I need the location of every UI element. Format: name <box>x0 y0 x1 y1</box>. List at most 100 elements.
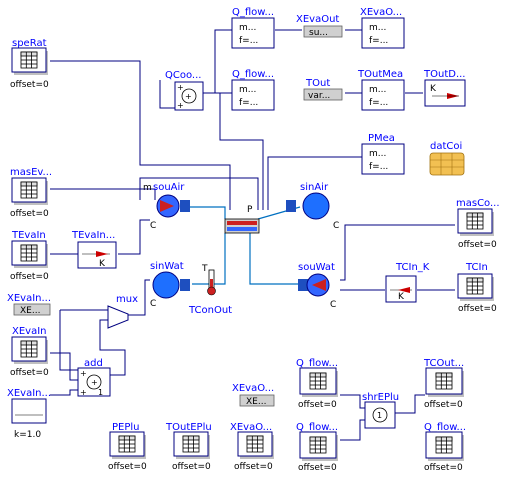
TOutD-line1: K <box>430 84 437 94</box>
add-plus: + <box>91 378 98 387</box>
XEvaIn-tab-block[interactable]: XEvaIn offset=0 <box>10 326 49 378</box>
XEvaO-tab-block[interactable]: XEvaO... offset=0 <box>230 422 274 472</box>
TConOut-block[interactable]: T TConOut <box>188 264 232 316</box>
TCIn_K-block[interactable]: TCIn_K K <box>385 262 430 303</box>
TOutMea-line1: m... <box>369 85 386 95</box>
XEvaIn-k-block[interactable]: XEvaIn... k=1.0 <box>7 388 51 440</box>
TOutEPlu-label: TOutEPlu <box>165 422 212 433</box>
PMea-block[interactable]: PMea m... f=... <box>361 133 405 175</box>
XEvaOut-value: su... <box>309 28 328 38</box>
masCo-sub: offset=0 <box>458 240 497 250</box>
PEPlu-sub: offset=0 <box>108 462 147 472</box>
Q_flow-b1-block[interactable]: Q_flow... offset=0 <box>296 358 338 410</box>
svg-text:+: + <box>80 369 87 378</box>
Q_flow-top1-label: Q_flow... <box>232 7 274 18</box>
Q_flow-b2-block[interactable]: Q_flow... offset=0 <box>296 422 338 473</box>
masCo-label: masCo... <box>456 198 500 209</box>
souWat-block[interactable]: souWat C <box>298 262 336 310</box>
TCOut-sub: offset=0 <box>424 400 463 410</box>
TOutEPlu-block[interactable]: TOutEPlu offset=0 <box>165 422 212 472</box>
sinAir-block[interactable]: sinAir C <box>286 182 339 231</box>
TEvaIn-sub: offset=0 <box>10 272 49 282</box>
souAir-block[interactable]: souAir m C <box>143 182 190 231</box>
TEvaIn-conv-block[interactable]: TEvaIn... K <box>71 230 117 269</box>
masCo-block[interactable]: masCo... offset=0 <box>456 198 500 250</box>
speRat-sub: offset=0 <box>10 80 49 90</box>
PEPlu-label: PEPlu <box>112 422 140 433</box>
souAir-sub: C <box>150 221 156 231</box>
signal-connections <box>50 29 455 441</box>
XEvaO-const2-value: XE... <box>246 397 266 407</box>
masEv-label: masEv... <box>10 167 52 178</box>
XEvaIn-const-label: XEvaIn... <box>7 293 51 304</box>
XEvaOut-label: XEvaOut <box>296 14 339 25</box>
TOutMea-block[interactable]: TOutMea m... f=... <box>357 69 405 111</box>
sinAir-label: sinAir <box>300 182 329 193</box>
TOut-const-block[interactable]: TOut var... <box>303 78 343 101</box>
XEvaO-meas-block[interactable]: XEvaO... m... f=... <box>360 7 405 49</box>
datCoi-block[interactable]: datCoi <box>429 141 465 176</box>
Q_flow-b1-label: Q_flow... <box>296 358 338 369</box>
PMea-line2: f=... <box>369 162 388 172</box>
speRat-label: speRat <box>12 38 47 49</box>
svg-text:+: + <box>177 83 184 92</box>
coil-block[interactable]: P <box>224 205 260 234</box>
XEvaO-meas-line2: f=... <box>369 36 388 46</box>
TCOut-label: TCOut... <box>423 358 464 369</box>
fluid-connections <box>190 206 301 285</box>
XEvaIn-tab-sub: offset=0 <box>10 368 49 378</box>
PMea-label: PMea <box>368 133 395 144</box>
TEvaIn-block[interactable]: TEvaIn offset=0 <box>10 230 49 282</box>
shrEPlu-block[interactable]: shrEPlu 1 <box>362 392 399 429</box>
PMea-line1: m... <box>369 149 386 159</box>
TConOut-label: TConOut <box>188 305 232 316</box>
TCIn-sub: offset=0 <box>458 304 497 314</box>
record-icon <box>429 152 465 176</box>
Q_flow-b1-sub: offset=0 <box>298 400 337 410</box>
TEvaIn-conv-label: TEvaIn... <box>71 230 115 241</box>
Q_flow-top2-block[interactable]: Q_flow... m... f=... <box>231 69 275 111</box>
shrEPlu-mid: 1 <box>377 411 382 420</box>
TOutD-block[interactable]: TOutD... K <box>423 69 466 107</box>
XEvaO-meas-line1: m... <box>369 23 386 33</box>
PEPlu-block[interactable]: PEPlu offset=0 <box>108 422 147 472</box>
Q_flow-b3-block[interactable]: Q_flow... offset=0 <box>424 422 466 473</box>
sinWat-block[interactable]: sinWat C <box>150 261 190 309</box>
speRat-block[interactable]: speRat offset=0 <box>10 38 49 90</box>
XEvaIn-const-block[interactable]: XEvaIn... XE... <box>7 293 51 316</box>
TCIn_K-line1: K <box>398 292 405 302</box>
XEvaIn-tab-label: XEvaIn <box>12 326 47 337</box>
XEvaO-const2-block[interactable]: XEvaO... XE... <box>232 383 275 407</box>
datCoi-label: datCoi <box>430 141 462 152</box>
sinWat-sub: C <box>150 299 156 309</box>
TCOut-block[interactable]: TCOut... offset=0 <box>423 358 464 410</box>
XEvaO-tab-label: XEvaO... <box>230 422 272 433</box>
Q_flow-b3-label: Q_flow... <box>424 422 466 433</box>
TOutMea-line2: f=... <box>369 98 388 108</box>
sinWat-label: sinWat <box>150 261 184 272</box>
red-arrow-icon <box>96 251 108 257</box>
masEv-block[interactable]: masEv... offset=0 <box>10 167 52 219</box>
svg-text:+: + <box>185 92 192 101</box>
Q_flow-b2-sub: offset=0 <box>298 463 337 473</box>
mux-block[interactable]: mux <box>107 294 138 329</box>
Q_flow-top2-line2: f=... <box>239 98 258 108</box>
svg-text:+: + <box>177 101 184 110</box>
TCIn_K-label: TCIn_K <box>395 262 430 273</box>
add-one: 1 <box>98 388 103 397</box>
Q_flow-top2-label: Q_flow... <box>232 69 274 80</box>
Q_flow-top1-block[interactable]: Q_flow... m... f=... <box>231 7 275 49</box>
TOut-value: var... <box>308 91 330 101</box>
souAir-m: m <box>143 183 152 193</box>
QCoo-block[interactable]: QCoo... + + + <box>165 70 204 111</box>
svg-text:+: + <box>80 388 87 397</box>
XEvaOut-const-block[interactable]: XEvaOut su... <box>296 14 343 38</box>
shrEPlu-label: shrEPlu <box>362 392 399 403</box>
TCIn-block[interactable]: TCIn offset=0 <box>457 262 497 314</box>
add-block[interactable]: add + + + 1 <box>77 358 111 397</box>
souAir-label: souAir <box>153 182 185 193</box>
XEvaIn-const-value: XE... <box>20 306 40 316</box>
souWat-sub: C <box>330 300 336 310</box>
mux-label: mux <box>116 294 138 305</box>
